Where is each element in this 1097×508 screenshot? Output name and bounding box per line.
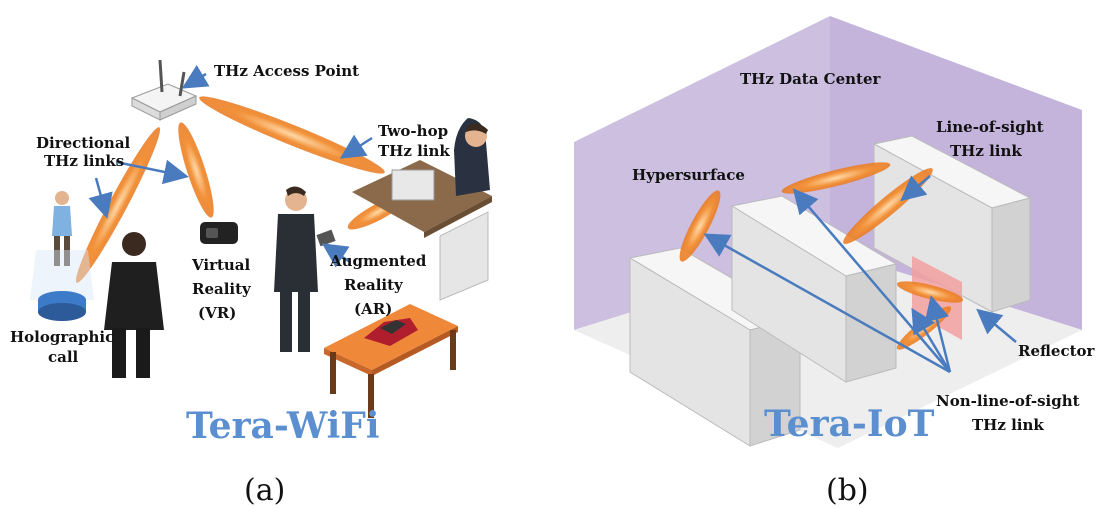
access-point-router-icon — [130, 59, 198, 121]
holographic-person-icon — [30, 191, 94, 321]
label-directional-line1: Directional — [36, 134, 131, 152]
label-holographic-line2: call — [48, 348, 79, 366]
label-two-hop-line1: Two-hop — [378, 122, 448, 140]
beam-ap-to-vr — [178, 122, 214, 218]
label-los-line2: THz link — [950, 142, 1022, 160]
panel-a-caption: (a) — [244, 473, 285, 508]
label-holographic-line1: Holographic — [10, 328, 114, 346]
beam-hypersurface-top — [781, 162, 891, 194]
label-ar-line3: (AR) — [354, 300, 392, 318]
label-vr-line2: Reality — [192, 280, 252, 298]
panel-b-title: Tera-IoT — [764, 403, 935, 445]
label-thz-access-point: THz Access Point — [214, 62, 359, 80]
panel-a: THz Access Point Directional THz links T… — [10, 59, 492, 508]
annotation-arrows-panel-a — [88, 64, 373, 268]
man-with-tablet-icon — [274, 186, 336, 352]
office-desk-icon — [352, 118, 492, 301]
label-ar-line1: Augmented — [329, 252, 427, 270]
label-thz-data-center: THz Data Center — [740, 70, 882, 88]
table-with-car-icon — [324, 304, 458, 418]
label-directional-line2: THz links — [44, 152, 124, 170]
vr-headset-icon — [200, 222, 238, 244]
panel-b-caption: (b) — [826, 473, 869, 508]
label-reflector: Reflector — [1018, 342, 1096, 360]
label-ar-line2: Reality — [344, 276, 404, 294]
panel-b: THz Data Center Line-of-sight THz link H… — [574, 16, 1096, 508]
panel-a-title: Tera-WiFi — [186, 405, 380, 447]
label-los-line1: Line-of-sight — [936, 118, 1044, 136]
annotation-arrows-panel-b — [703, 175, 1017, 374]
label-vr-line1: Virtual — [191, 256, 251, 274]
label-nlos-line1: Non-line-of-sight — [936, 392, 1080, 410]
label-two-hop-line2: THz link — [378, 142, 450, 160]
beam-ap-to-desk — [199, 96, 385, 174]
label-hypersurface: Hypersurface — [632, 166, 745, 184]
label-vr-line3: (VR) — [198, 304, 236, 322]
beam-hypersurface-left — [679, 190, 721, 262]
label-nlos-line2: THz link — [972, 416, 1044, 434]
standing-man-icon — [104, 232, 164, 378]
